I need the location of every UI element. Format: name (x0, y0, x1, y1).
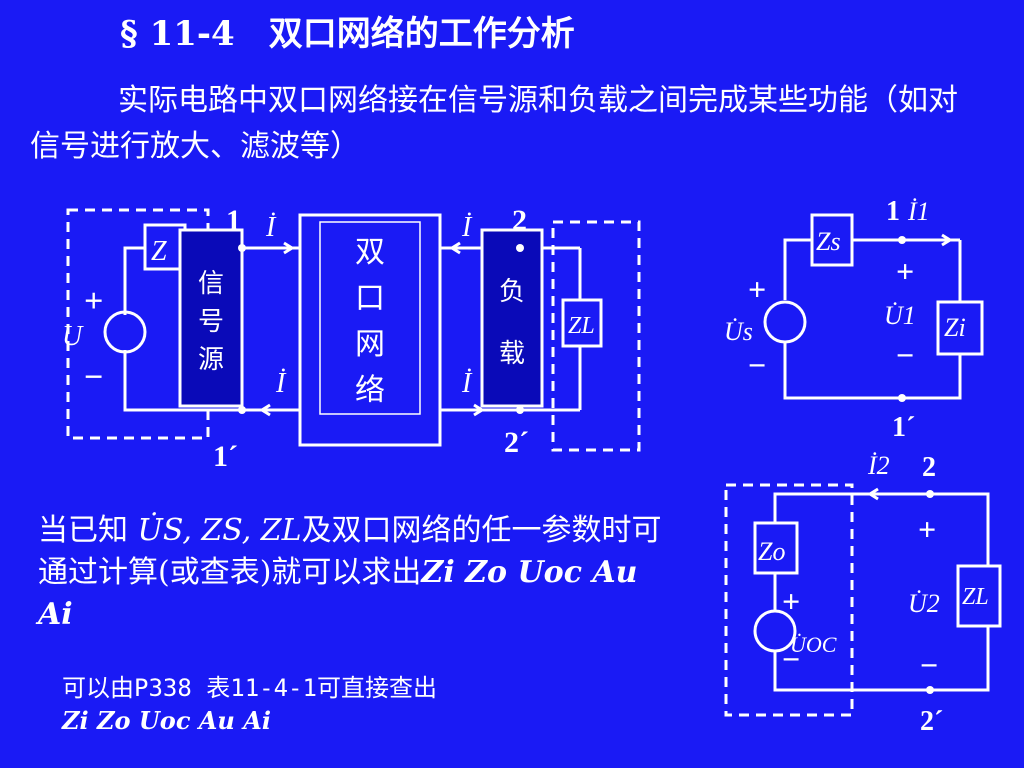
voltage-source (103, 310, 147, 354)
minus-sign: − (920, 647, 938, 683)
zi-box (936, 300, 984, 356)
wire (783, 238, 812, 300)
known-params: Zi Zo Uoc Au Ai (38, 555, 638, 632)
zo-box (753, 521, 799, 575)
port1p-label: 1´ (213, 440, 238, 473)
zl-box (956, 564, 1002, 628)
signal-source-box (178, 228, 244, 408)
arrow-head (259, 403, 271, 417)
zl-label: ZL (962, 584, 989, 610)
known-lead: 当已知 (38, 513, 128, 548)
zs-box (810, 213, 854, 267)
i2-bottom-label: İ (461, 368, 473, 399)
network-label: 双口网络 (355, 235, 385, 408)
minus-sign: − (782, 641, 800, 677)
known-math: U̇S, ZS, ZL (137, 513, 302, 548)
zs-label: Z (151, 236, 167, 267)
minus-sign: − (84, 359, 103, 396)
signal-source-label: 信号源 (198, 269, 224, 375)
zs-label: Zs (816, 227, 841, 256)
lookup-params: Zi Zo Uoc Au Ai (62, 706, 271, 735)
wire (773, 492, 990, 566)
arrow-head (283, 241, 295, 255)
intro-paragraph: 实际电路中双口网络接在信号源和负载之间完成某些功能（如对信号进行放大、滤波等） (30, 78, 970, 170)
arrow-head (473, 403, 485, 417)
port1p-label: 1´ (892, 412, 915, 443)
network-box (298, 213, 442, 447)
arrow-head (867, 487, 879, 501)
output-circuit (724, 483, 1002, 717)
port1-label: 1 (226, 204, 241, 237)
terminal (898, 236, 906, 244)
zl-label: ZL (568, 313, 595, 339)
i1-label: İ1 (907, 197, 930, 226)
intro-text: 实际电路中双口网络接在信号源和负载之间完成某些功能（如对信号进行放大、滤波等） (30, 83, 958, 164)
known-rest: 及双口网络的任一参数时可通过计算(或查表)就可以求出 (38, 513, 662, 590)
arrow-head (449, 241, 461, 255)
wire (773, 626, 990, 692)
plus-sign: + (84, 283, 103, 320)
voltage-source (763, 300, 807, 344)
page-title: § 11-4 双口网络的工作分析 (120, 14, 575, 54)
port1-label: 1 (886, 196, 900, 227)
plus-sign: + (748, 271, 766, 307)
plus-sign: + (782, 583, 800, 619)
terminal (516, 406, 524, 414)
source-dashed-box (66, 208, 210, 440)
port2p-label: 2´ (504, 426, 529, 459)
port2-label: 2 (512, 204, 527, 237)
i2-label: İ2 (867, 451, 890, 480)
us-main-label: U (62, 321, 84, 352)
load-dashed-box (551, 220, 641, 452)
zi-label: Zi (944, 313, 966, 342)
voltage-source (753, 609, 797, 653)
load-box (480, 228, 544, 408)
terminal (238, 406, 246, 414)
plus-sign: + (918, 511, 936, 547)
terminal (898, 394, 906, 402)
terminal (238, 244, 246, 252)
minus-sign: − (748, 347, 766, 383)
arrow-head (941, 233, 953, 247)
port2-label: 2 (922, 452, 936, 483)
input-circuit (763, 213, 984, 400)
known-params-paragraph: 当已知 U̇S, ZS, ZL及双口网络的任一参数时可通过计算(或查表)就可以求… (38, 510, 678, 636)
zo-label: Zo (758, 537, 785, 566)
i1-top-label: İ (265, 212, 277, 243)
uoc-label: U̇OC (790, 632, 837, 657)
i2-top-label: İ (461, 212, 473, 243)
wire (783, 343, 962, 400)
load-label: 负载 (499, 277, 525, 369)
zl-box (561, 298, 603, 348)
minus-sign: − (896, 337, 914, 373)
terminal (926, 490, 934, 498)
wire (123, 246, 145, 315)
network-inner (319, 221, 421, 415)
plus-sign: + (896, 253, 914, 289)
i1-bottom-label: İ (275, 368, 287, 399)
u1-label: U̇1 (884, 301, 916, 330)
port2p-label: 2´ (920, 706, 943, 737)
u2-label: U̇2 (908, 589, 940, 618)
output-dashed-box (724, 483, 854, 717)
lookup-note: 可以由P338 表11-4-1可直接查出 (62, 674, 437, 702)
terminal (926, 686, 934, 694)
us-label: U̇s (724, 317, 753, 346)
terminal (516, 244, 524, 252)
